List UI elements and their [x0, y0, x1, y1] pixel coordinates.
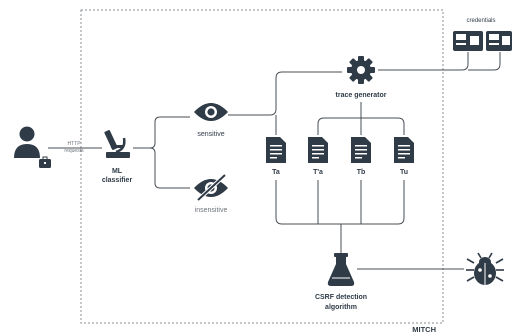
http-requests-line2: requests: [64, 148, 84, 154]
traces: Ta T'a Tb Tu: [266, 137, 414, 176]
id-card-icon-2: [486, 31, 512, 51]
trace-ta-prime-label: T'a: [313, 169, 323, 176]
trace-ta-label: Ta: [272, 169, 280, 176]
csrf-line2: algorithm: [325, 304, 357, 311]
insensitive-label: insensitive: [195, 207, 228, 214]
document-icon: [394, 137, 414, 163]
cred-left-connector: [378, 52, 469, 71]
trace-generator-label: trace generator: [336, 92, 387, 99]
http-requests-line1: HTTP: [67, 141, 81, 147]
eye-icon: [194, 103, 228, 121]
microscope-icon: [104, 129, 130, 158]
id-card-icon: [453, 31, 483, 51]
connectors: [48, 52, 501, 270]
sensitive-to-trace-gen: [228, 71, 342, 116]
csrf-line1: CSRF detection: [315, 294, 367, 301]
sensitive-label: sensitive: [197, 131, 224, 138]
document-icon: [308, 137, 328, 163]
credentials-label: credentials: [466, 18, 495, 24]
eye-slash-icon: [194, 173, 228, 202]
insensitive-branch: [149, 147, 190, 189]
trace-tb-label: Tb: [357, 169, 366, 176]
mitch-boundary: [80, 9, 444, 324]
traces-merge: [275, 180, 405, 225]
flask-icon: [327, 253, 355, 286]
cred-right-connector: [468, 52, 501, 71]
sensitive-branch: [133, 116, 190, 149]
document-icon: [351, 137, 371, 163]
document-icon: [266, 137, 286, 163]
ml-classifier-line2: classifier: [102, 177, 133, 184]
gear-icon: [347, 56, 375, 84]
bug-icon: [466, 252, 504, 285]
trace-tu-label: Tu: [400, 169, 408, 176]
user-icon: [14, 126, 51, 168]
ml-classifier-line1: ML: [112, 168, 123, 175]
mitch-label: MITCH: [412, 325, 436, 334]
